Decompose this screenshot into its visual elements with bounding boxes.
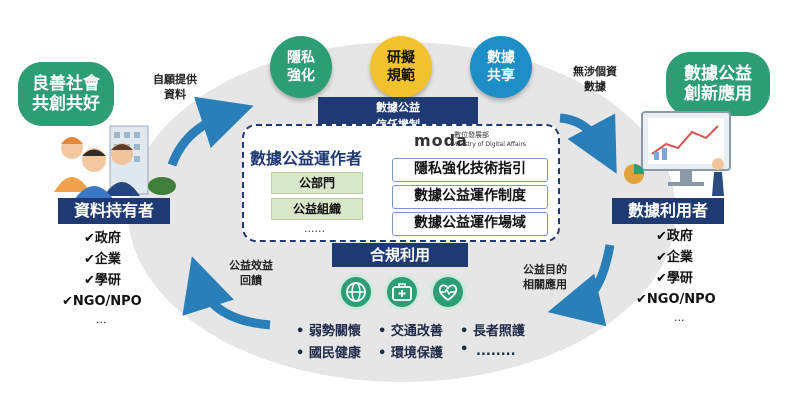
label-line: 自願提供 (153, 73, 197, 86)
arrow-top-right (559, 113, 617, 174)
label-line: 公益目的 (523, 263, 567, 276)
user-item-enterprise: ✔企業 (656, 250, 693, 265)
outcome-bullet: • (460, 342, 469, 357)
outcome-elderly-care: • 長者照護 (460, 324, 525, 339)
label-line: 資料 (164, 88, 186, 101)
bubble-line: 創新應用 (684, 84, 752, 104)
outcome-environment: • 環境保護 (378, 346, 443, 361)
moda-english-name: Ministry of Digital Affairs (452, 141, 526, 148)
nonprofit-box: 公益組織 (271, 198, 363, 220)
outcome-national-health: • 國民健康 (296, 346, 361, 361)
holder-item-academia: ✔學研 (84, 273, 121, 288)
arrow-bottom-left (182, 256, 271, 330)
circle-line: 研擬 (387, 50, 415, 66)
public-sector-box: 公部門 (271, 172, 363, 194)
data-holder-list: ✔政府 ✔企業 ✔學研 (84, 228, 121, 291)
bubble-line: 共創共好 (32, 94, 100, 114)
holder-item-government: ✔政府 (84, 231, 121, 246)
globe-icon (338, 274, 374, 310)
circle-line: 共享 (487, 68, 515, 84)
voluntary-data-label: 自願提供 資料 (140, 72, 210, 102)
benefit-feedback-label: 公益效益 回饋 (216, 258, 286, 288)
data-holder-illustration (54, 125, 176, 200)
label-line: 回饋 (240, 274, 262, 287)
data-holder-title: 資料持有者 (58, 198, 170, 224)
innovation-bubble: 數據公益 創新應用 (666, 52, 770, 116)
purpose-application-label: 公益目的 相關應用 (510, 262, 580, 292)
moda-logo: moda (414, 131, 468, 150)
user-item-academia: ✔學研 (656, 271, 693, 286)
holder-item-ngo: ✔NGO/NPO (62, 294, 142, 309)
moda-chinese-name: 數位發展部 (454, 131, 489, 139)
holder-ellipsis: ... (96, 313, 107, 326)
circle-line: 數據 (487, 50, 515, 66)
header-line: 數據公益 (376, 101, 420, 114)
label-line: 相關應用 (523, 278, 567, 291)
circle-line: 強化 (287, 68, 315, 84)
data-user-illustration (624, 111, 731, 196)
privacy-circle: 隱私 強化 (270, 36, 332, 98)
good-society-bubble: 良善社會 共創共好 (18, 62, 114, 126)
user-item-ngo: ✔NGO/NPO (636, 292, 716, 307)
holder-item-enterprise: ✔企業 (84, 252, 121, 267)
heartbeat-icon (430, 274, 466, 310)
label-line: 數據 (584, 80, 606, 93)
user-item-government: ✔政府 (656, 229, 693, 244)
non-personal-data-label: 無涉個資 數據 (560, 64, 630, 94)
operator-title: 數據公益運作者 (250, 149, 363, 168)
privacy-tech-guide: 隱私強化技術指引 (392, 158, 548, 182)
operation-field: 數據公益運作場域 (392, 212, 548, 236)
label-line: 公益效益 (229, 259, 273, 272)
outcome-traffic: • 交通改善 (378, 324, 443, 339)
data-user-list: ✔政府 ✔企業 ✔學研 (656, 226, 693, 289)
label-line: 無涉個資 (573, 65, 617, 78)
medical-kit-icon (384, 274, 420, 310)
circle-line: 隱私 (287, 50, 315, 66)
arrow-top-left (167, 96, 254, 167)
operation-system: 數據公益運作制度 (392, 185, 548, 209)
data-user-title: 數據利用者 (612, 198, 724, 224)
circle-line: 規範 (387, 68, 415, 84)
regulation-circle: 研擬 規範 (370, 36, 432, 98)
bubble-line: 數據公益 (684, 64, 752, 84)
outcome-ellipsis: ........ (476, 344, 516, 359)
operator-ellipsis: ...... (304, 222, 325, 235)
bubble-line: 良善社會 (32, 74, 100, 94)
arrow-bottom-right (547, 244, 615, 327)
outcome-vulnerable-care: • 弱勢關懷 (296, 324, 361, 339)
compliance-header: 合規利用 (332, 243, 468, 267)
user-ellipsis: ... (674, 311, 685, 324)
sharing-circle: 數據 共享 (470, 36, 532, 98)
